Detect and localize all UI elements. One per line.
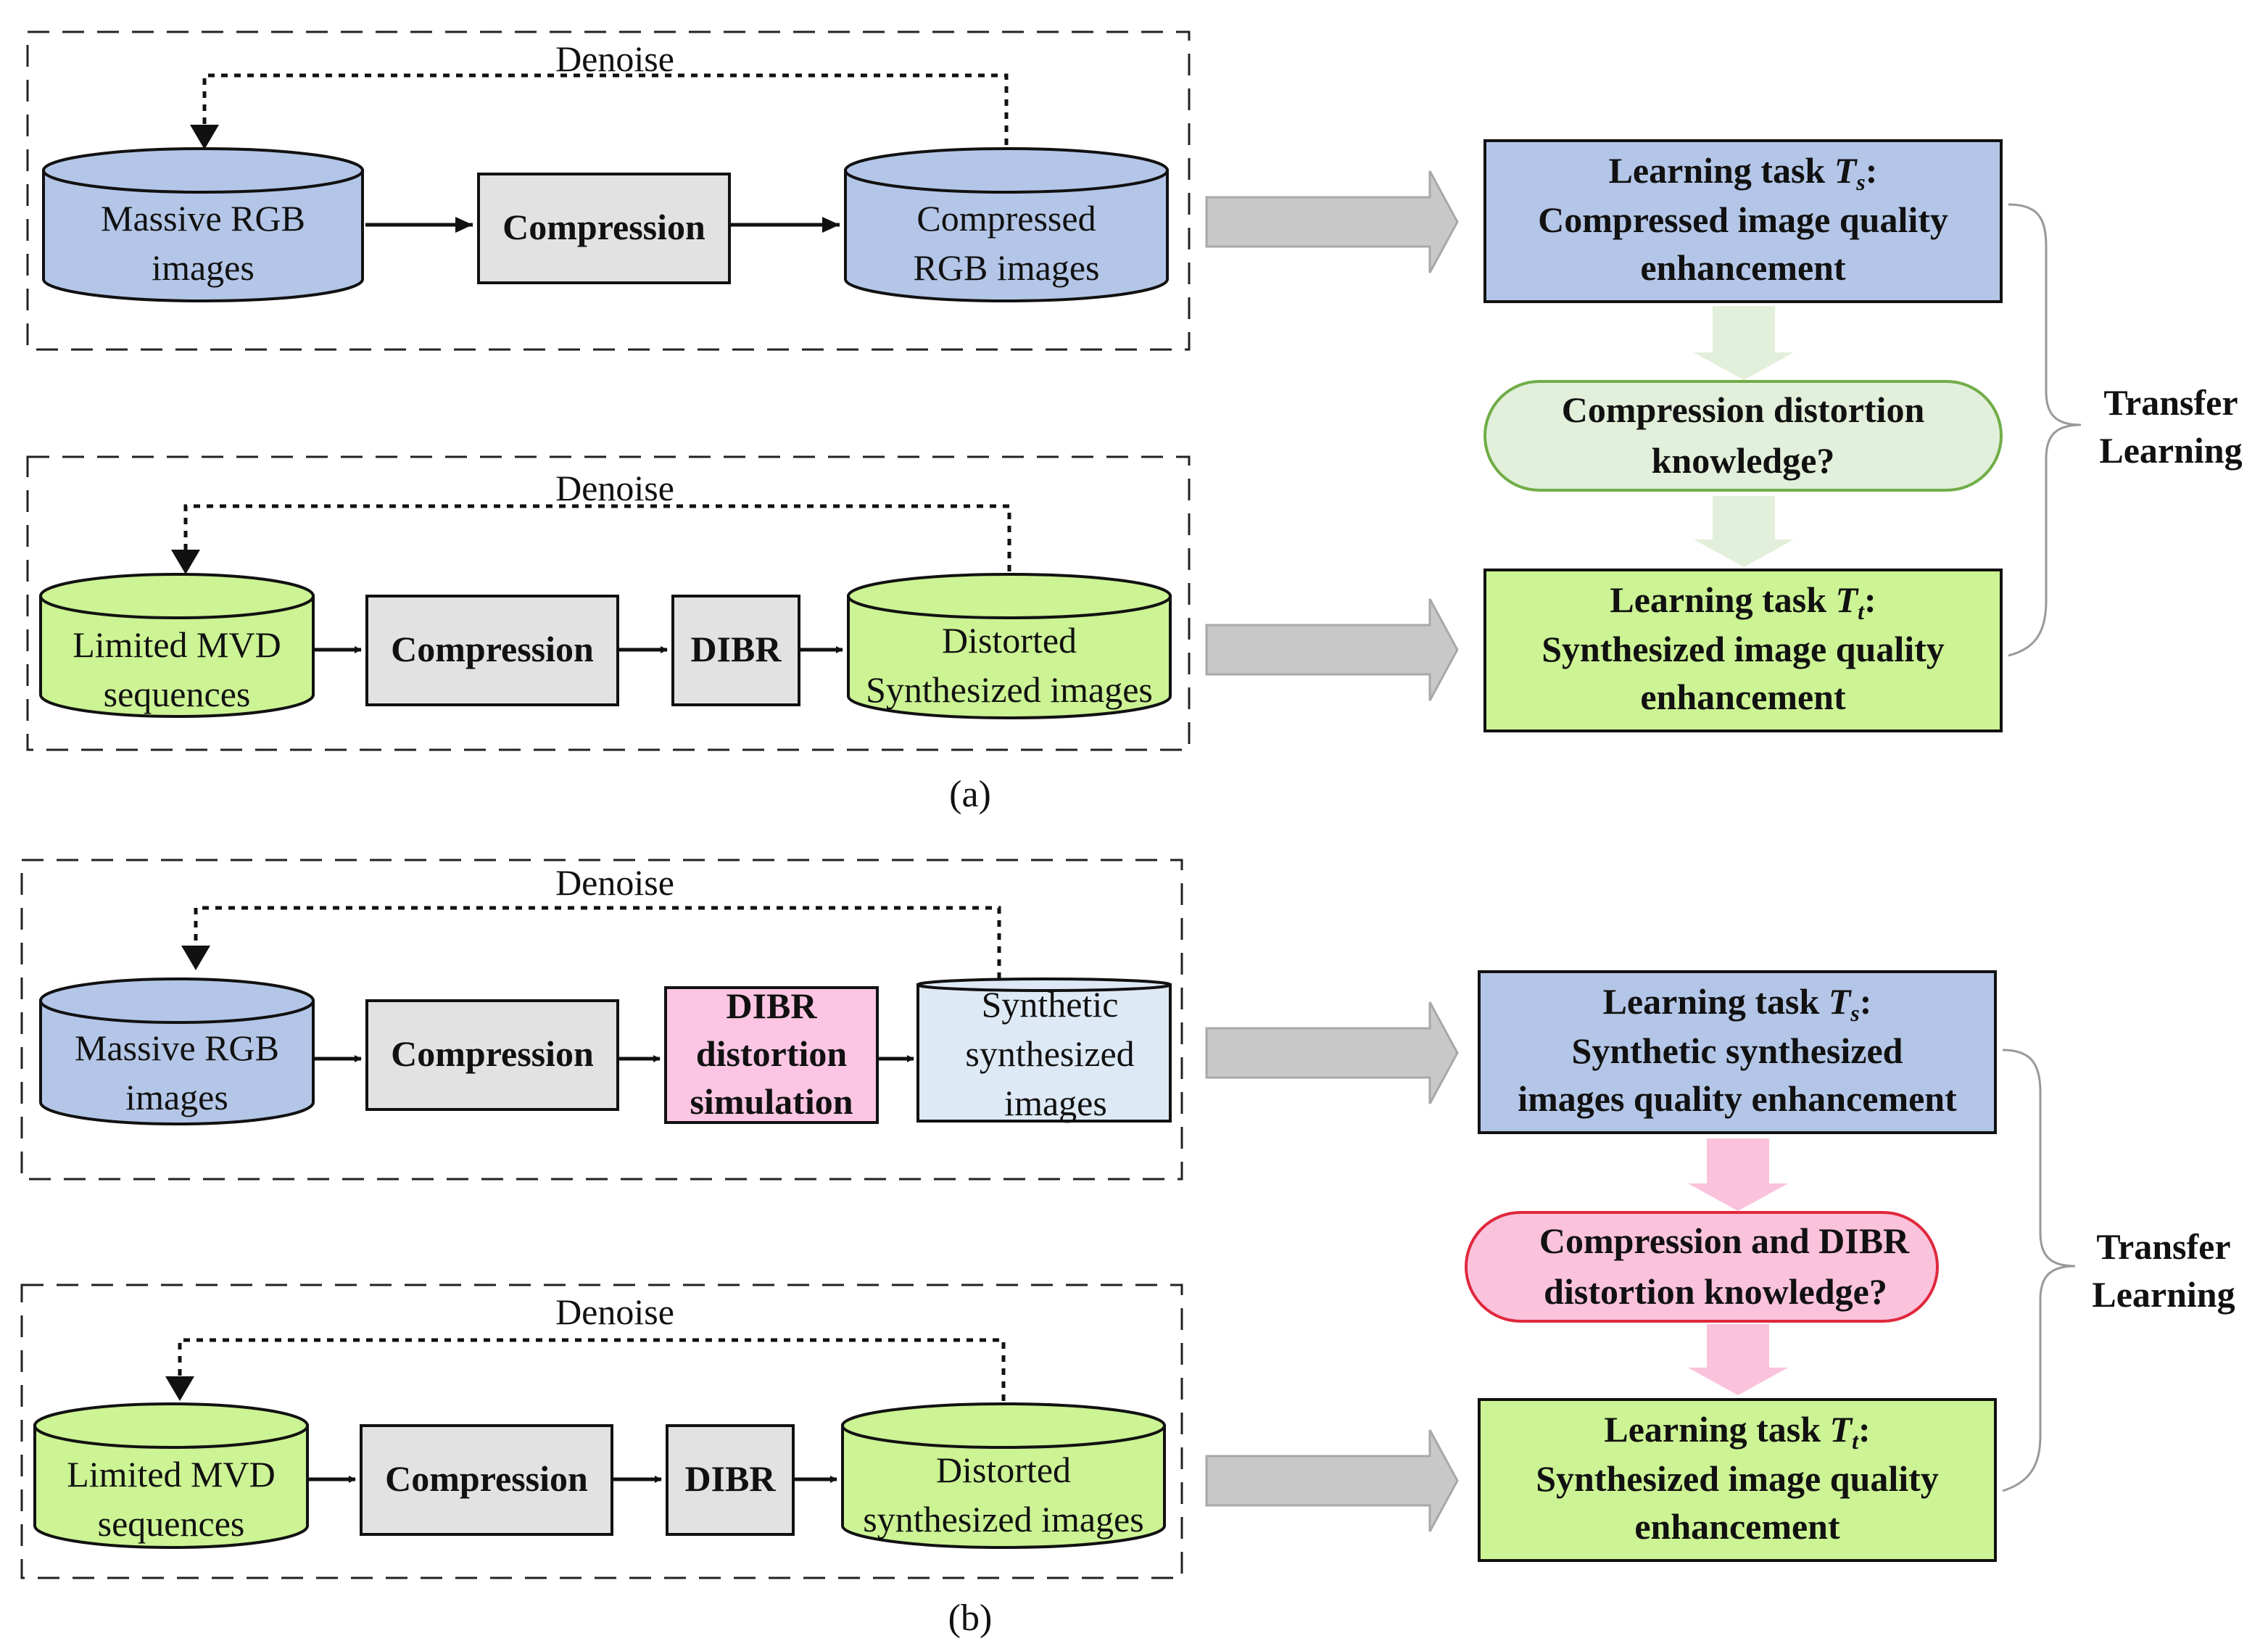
panel-a-output-line1: Compressed xyxy=(916,198,1096,239)
panel-a-mvd-line1: Limited MVD xyxy=(73,624,281,665)
panel-a-knowledge-pill xyxy=(1483,380,2003,492)
panel-b: Denoise Massive RGB images Compression D… xyxy=(20,859,2235,1639)
panel-b-task-target-line2: enhancement xyxy=(1634,1506,1840,1547)
panel-b-down-arrow-2 xyxy=(1688,1324,1788,1395)
panel-a-transfer-brace xyxy=(2008,203,2082,657)
panel-a-compression-box xyxy=(477,173,731,284)
panel-b-distorted-line1: Distorted xyxy=(936,1450,1071,1490)
panel-b-task-source-line1: Synthetic synthesized xyxy=(1572,1030,1903,1071)
panel-b-task-target-box xyxy=(1478,1398,1997,1562)
panel-a-output-line2: RGB images xyxy=(914,247,1100,288)
panel-b-compression-label: Compression xyxy=(391,1033,594,1074)
panel-b-mvd-db: Limited MVD sequences xyxy=(33,1402,309,1549)
panel-b-distorted-line2: synthesized images xyxy=(863,1499,1143,1539)
panel-a-task-source-box xyxy=(1483,139,2003,303)
panel-a-bottom-denoise-loop xyxy=(183,504,1011,571)
panel-b-top-denoise-label: Denoise xyxy=(555,862,674,903)
panel-a-transfer-line2: Learning xyxy=(2099,430,2242,471)
panel-b-mvd-line2: sequences xyxy=(98,1503,245,1544)
panel-b-knowledge-line1: Compression and DIBR xyxy=(1539,1220,1910,1261)
panel-b-dibr-sim-line2: distortion xyxy=(696,1033,848,1074)
panel-b-dibr-box xyxy=(666,1424,795,1536)
panel-a-top-denoise-label: Denoise xyxy=(555,38,674,79)
panel-a-output-db: Compressed RGB images xyxy=(844,147,1169,302)
panel-b-dibr-sim-line1: DIBR xyxy=(726,985,817,1026)
panel-a-top-denoise-loop xyxy=(202,73,1009,145)
panel-b-top-dashed-frame xyxy=(20,859,1183,1181)
panel-a-source-line2: images xyxy=(152,247,254,288)
panel-b-task-source-line2: images quality enhancement xyxy=(1518,1078,1957,1119)
panel-a-distorted-line2: Synthesized images xyxy=(866,669,1153,710)
panel-a-caption: (a) xyxy=(949,774,991,815)
panel-b-dibr-label: DIBR xyxy=(684,1458,776,1499)
panel-a-down-arrow-1 xyxy=(1694,306,1794,380)
panel-a-bottom-compression-label: Compression xyxy=(391,629,594,669)
panel-b-task-target-line1: Synthesized image quality xyxy=(1536,1458,1939,1499)
panel-b-bottom-denoise-arrowhead xyxy=(165,1376,194,1401)
panel-a-mvd-line2: sequences xyxy=(104,674,251,714)
panel-b-top-big-arrow xyxy=(1205,1001,1459,1104)
panel-b-synthetic-line1: Synthetic xyxy=(982,984,1119,1025)
panel-a-bottom-compression-box xyxy=(365,595,619,706)
panel-b-task-target-title: Learning task Tt: xyxy=(1604,1409,1870,1454)
panel-b-knowledge-line2: distortion knowledge? xyxy=(1544,1271,1887,1312)
panel-a-bottom-big-arrow xyxy=(1205,598,1459,701)
panel-a-source-db: Massive RGB images xyxy=(42,147,364,302)
panel-b-top-denoise-loop xyxy=(194,906,1001,979)
panel-b-bottom-compression-box xyxy=(360,1424,613,1536)
panel-a-knowledge-line2: knowledge? xyxy=(1652,440,1835,481)
panel-a-top-big-arrow xyxy=(1205,170,1459,273)
panel-a-compression-label: Compression xyxy=(502,207,705,247)
panel-a-dibr-label: DIBR xyxy=(690,629,782,669)
panel-a-distorted-line1: Distorted xyxy=(942,620,1077,661)
panel-b-source-line1: Massive RGB xyxy=(75,1028,279,1068)
panel-a-task-target-title: Learning task Tt: xyxy=(1610,579,1876,624)
panel-a: Denoise Massive RGB images Compression C… xyxy=(26,30,2243,815)
panel-b-down-arrow-1 xyxy=(1688,1138,1788,1211)
panel-a-task-target-line2: enhancement xyxy=(1640,677,1846,717)
panel-b-bottom-dashed-frame xyxy=(20,1284,1183,1579)
panel-b-distorted-db: Distorted synthesized images xyxy=(841,1402,1166,1549)
panel-b-source-db: Massive RGB images xyxy=(39,977,315,1125)
panel-a-down-arrow-2 xyxy=(1694,496,1794,567)
panel-b-source-line2: images xyxy=(125,1077,228,1117)
panel-b-dibr-sim-line3: simulation xyxy=(690,1081,853,1122)
panel-b-compression-box xyxy=(365,999,619,1111)
panel-b-transfer-line2: Learning xyxy=(2092,1274,2235,1315)
panel-b-bottom-big-arrow xyxy=(1205,1429,1459,1532)
panel-a-mvd-db: Limited MVD sequences xyxy=(39,573,315,718)
panel-b-task-source-title: Learning task Ts: xyxy=(1603,981,1872,1026)
panel-a-bottom-denoise-arrowhead xyxy=(171,550,200,574)
panel-a-top-dashed-frame xyxy=(26,30,1191,351)
panel-a-task-source-line1: Compressed image quality xyxy=(1538,199,1948,240)
panel-a-task-source-line2: enhancement xyxy=(1640,247,1846,288)
panel-a-transfer-line1: Transfer xyxy=(2103,382,2238,423)
panel-b-transfer-brace xyxy=(2002,1049,2076,1492)
panel-a-knowledge-line1: Compression distortion xyxy=(1562,389,1925,430)
panel-b-bottom-compression-label: Compression xyxy=(385,1458,588,1499)
panel-b-knowledge-pill xyxy=(1465,1211,1939,1323)
panel-b-dibr-sim-box xyxy=(664,986,879,1124)
panel-a-task-target-box xyxy=(1483,569,2003,732)
panel-b-task-source-box xyxy=(1478,970,1997,1134)
panel-b-synthetic-line3: images xyxy=(1004,1083,1107,1123)
panel-a-task-source-title: Learning task Ts: xyxy=(1609,150,1878,195)
panel-b-synthetic-db: Synthetic synthesized images xyxy=(916,977,1172,1123)
panel-b-bottom-denoise-loop xyxy=(178,1338,1006,1401)
panel-a-task-target-line1: Synthesized image quality xyxy=(1541,629,1945,669)
panel-a-top-denoise-arrowhead xyxy=(190,125,219,149)
panel-a-dibr-box xyxy=(671,595,800,706)
panel-a-source-line1: Massive RGB xyxy=(101,198,305,239)
panel-b-transfer-line1: Transfer xyxy=(2096,1226,2230,1267)
panel-b-synthetic-line2: synthesized xyxy=(965,1033,1134,1074)
panel-a-bottom-denoise-label: Denoise xyxy=(555,468,674,508)
panel-b-bottom-denoise-label: Denoise xyxy=(555,1291,674,1332)
panel-b-caption: (b) xyxy=(948,1597,993,1639)
panel-b-top-denoise-arrowhead xyxy=(181,946,210,970)
panel-b-mvd-line1: Limited MVD xyxy=(67,1454,275,1495)
panel-a-bottom-dashed-frame xyxy=(26,455,1191,751)
panel-a-distorted-db: Distorted Synthesized images xyxy=(847,573,1172,719)
